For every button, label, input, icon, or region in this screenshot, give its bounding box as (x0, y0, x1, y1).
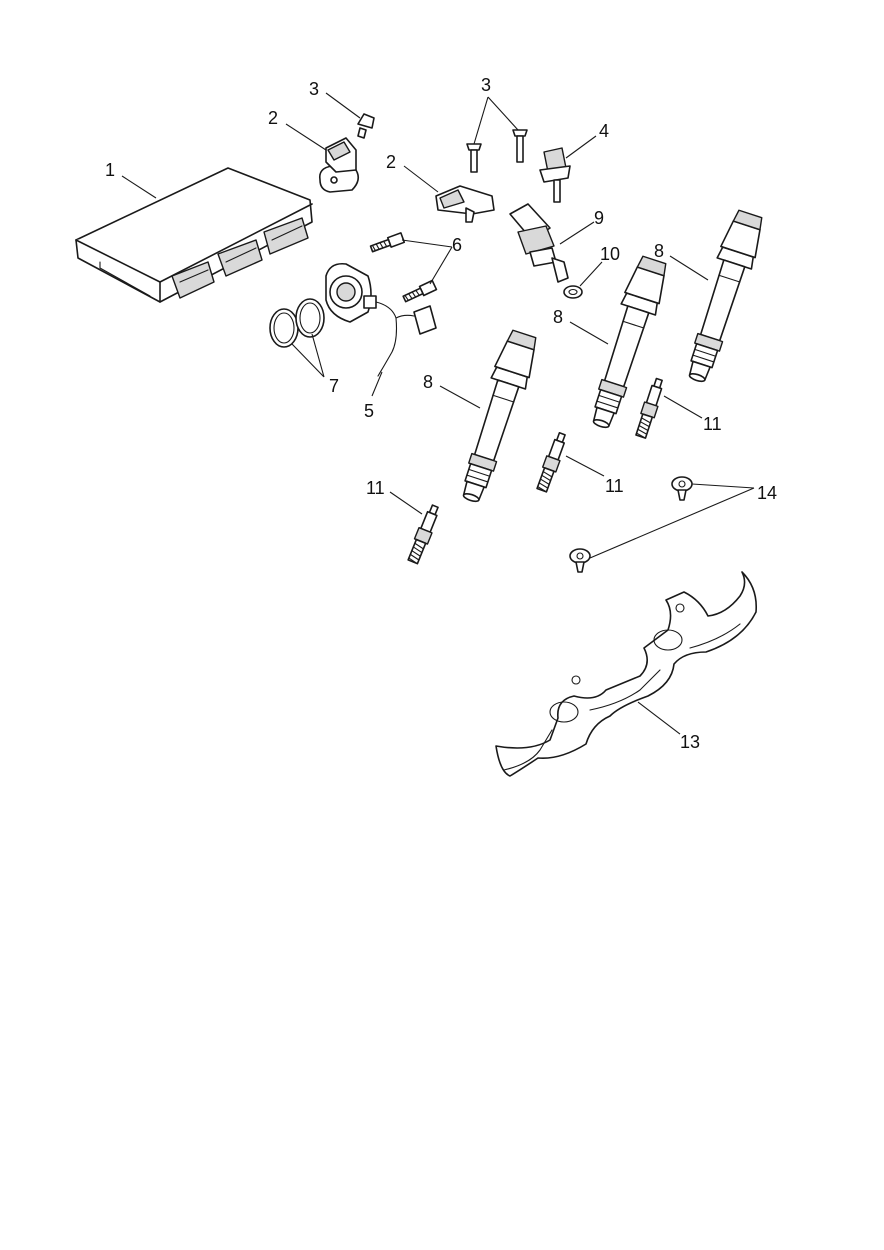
screw-14-lower (569, 548, 591, 573)
ignition-coil-8-left (452, 327, 543, 507)
callout-3-upper: 3 (309, 79, 319, 99)
callout-8-left: 8 (423, 372, 433, 392)
callout-8-right: 8 (654, 241, 664, 261)
leader-lines (121, 92, 755, 735)
callout-14: 14 (757, 483, 777, 503)
bracket-13 (495, 571, 758, 777)
callout-2-centre: 2 (386, 152, 396, 172)
o-rings-7 (269, 298, 325, 348)
engine-control-unit (75, 167, 313, 303)
spark-plug-11-middle (534, 430, 570, 494)
callout-11-left: 11 (366, 478, 385, 498)
callout-2-upper: 2 (268, 108, 278, 128)
bolt-6-lower (401, 279, 438, 305)
callout-1: 1 (105, 160, 115, 180)
callout-7: 7 (329, 376, 339, 396)
callout-11-middle: 11 (605, 476, 624, 496)
washer-10 (563, 285, 583, 299)
screw-14-upper (671, 476, 693, 501)
callout-4: 4 (599, 121, 609, 141)
callout-5: 5 (364, 401, 374, 421)
pressure-sensor-9 (509, 203, 569, 283)
spark-plug-11-right (633, 376, 667, 440)
callout-9: 9 (594, 208, 604, 228)
callout-6: 6 (452, 235, 462, 255)
callout-8-middle: 8 (553, 307, 563, 327)
bolt-6-upper (369, 232, 406, 255)
position-sensor-5 (325, 262, 437, 377)
sensor-2-upper (318, 137, 360, 193)
callout-13: 13 (680, 732, 700, 752)
callout-3-pair: 3 (481, 75, 491, 95)
screw-3-pair (466, 129, 528, 173)
temperature-sensor-4 (539, 147, 571, 203)
ignition-coil-8-middle (582, 253, 673, 433)
sensor-2-centre (435, 185, 495, 223)
screw-3-upper (357, 113, 375, 139)
ignition-coil-8-right (678, 207, 769, 387)
spark-plug-11-left (405, 502, 443, 566)
callout-10: 10 (600, 244, 620, 264)
callout-11-right: 11 (703, 414, 722, 434)
